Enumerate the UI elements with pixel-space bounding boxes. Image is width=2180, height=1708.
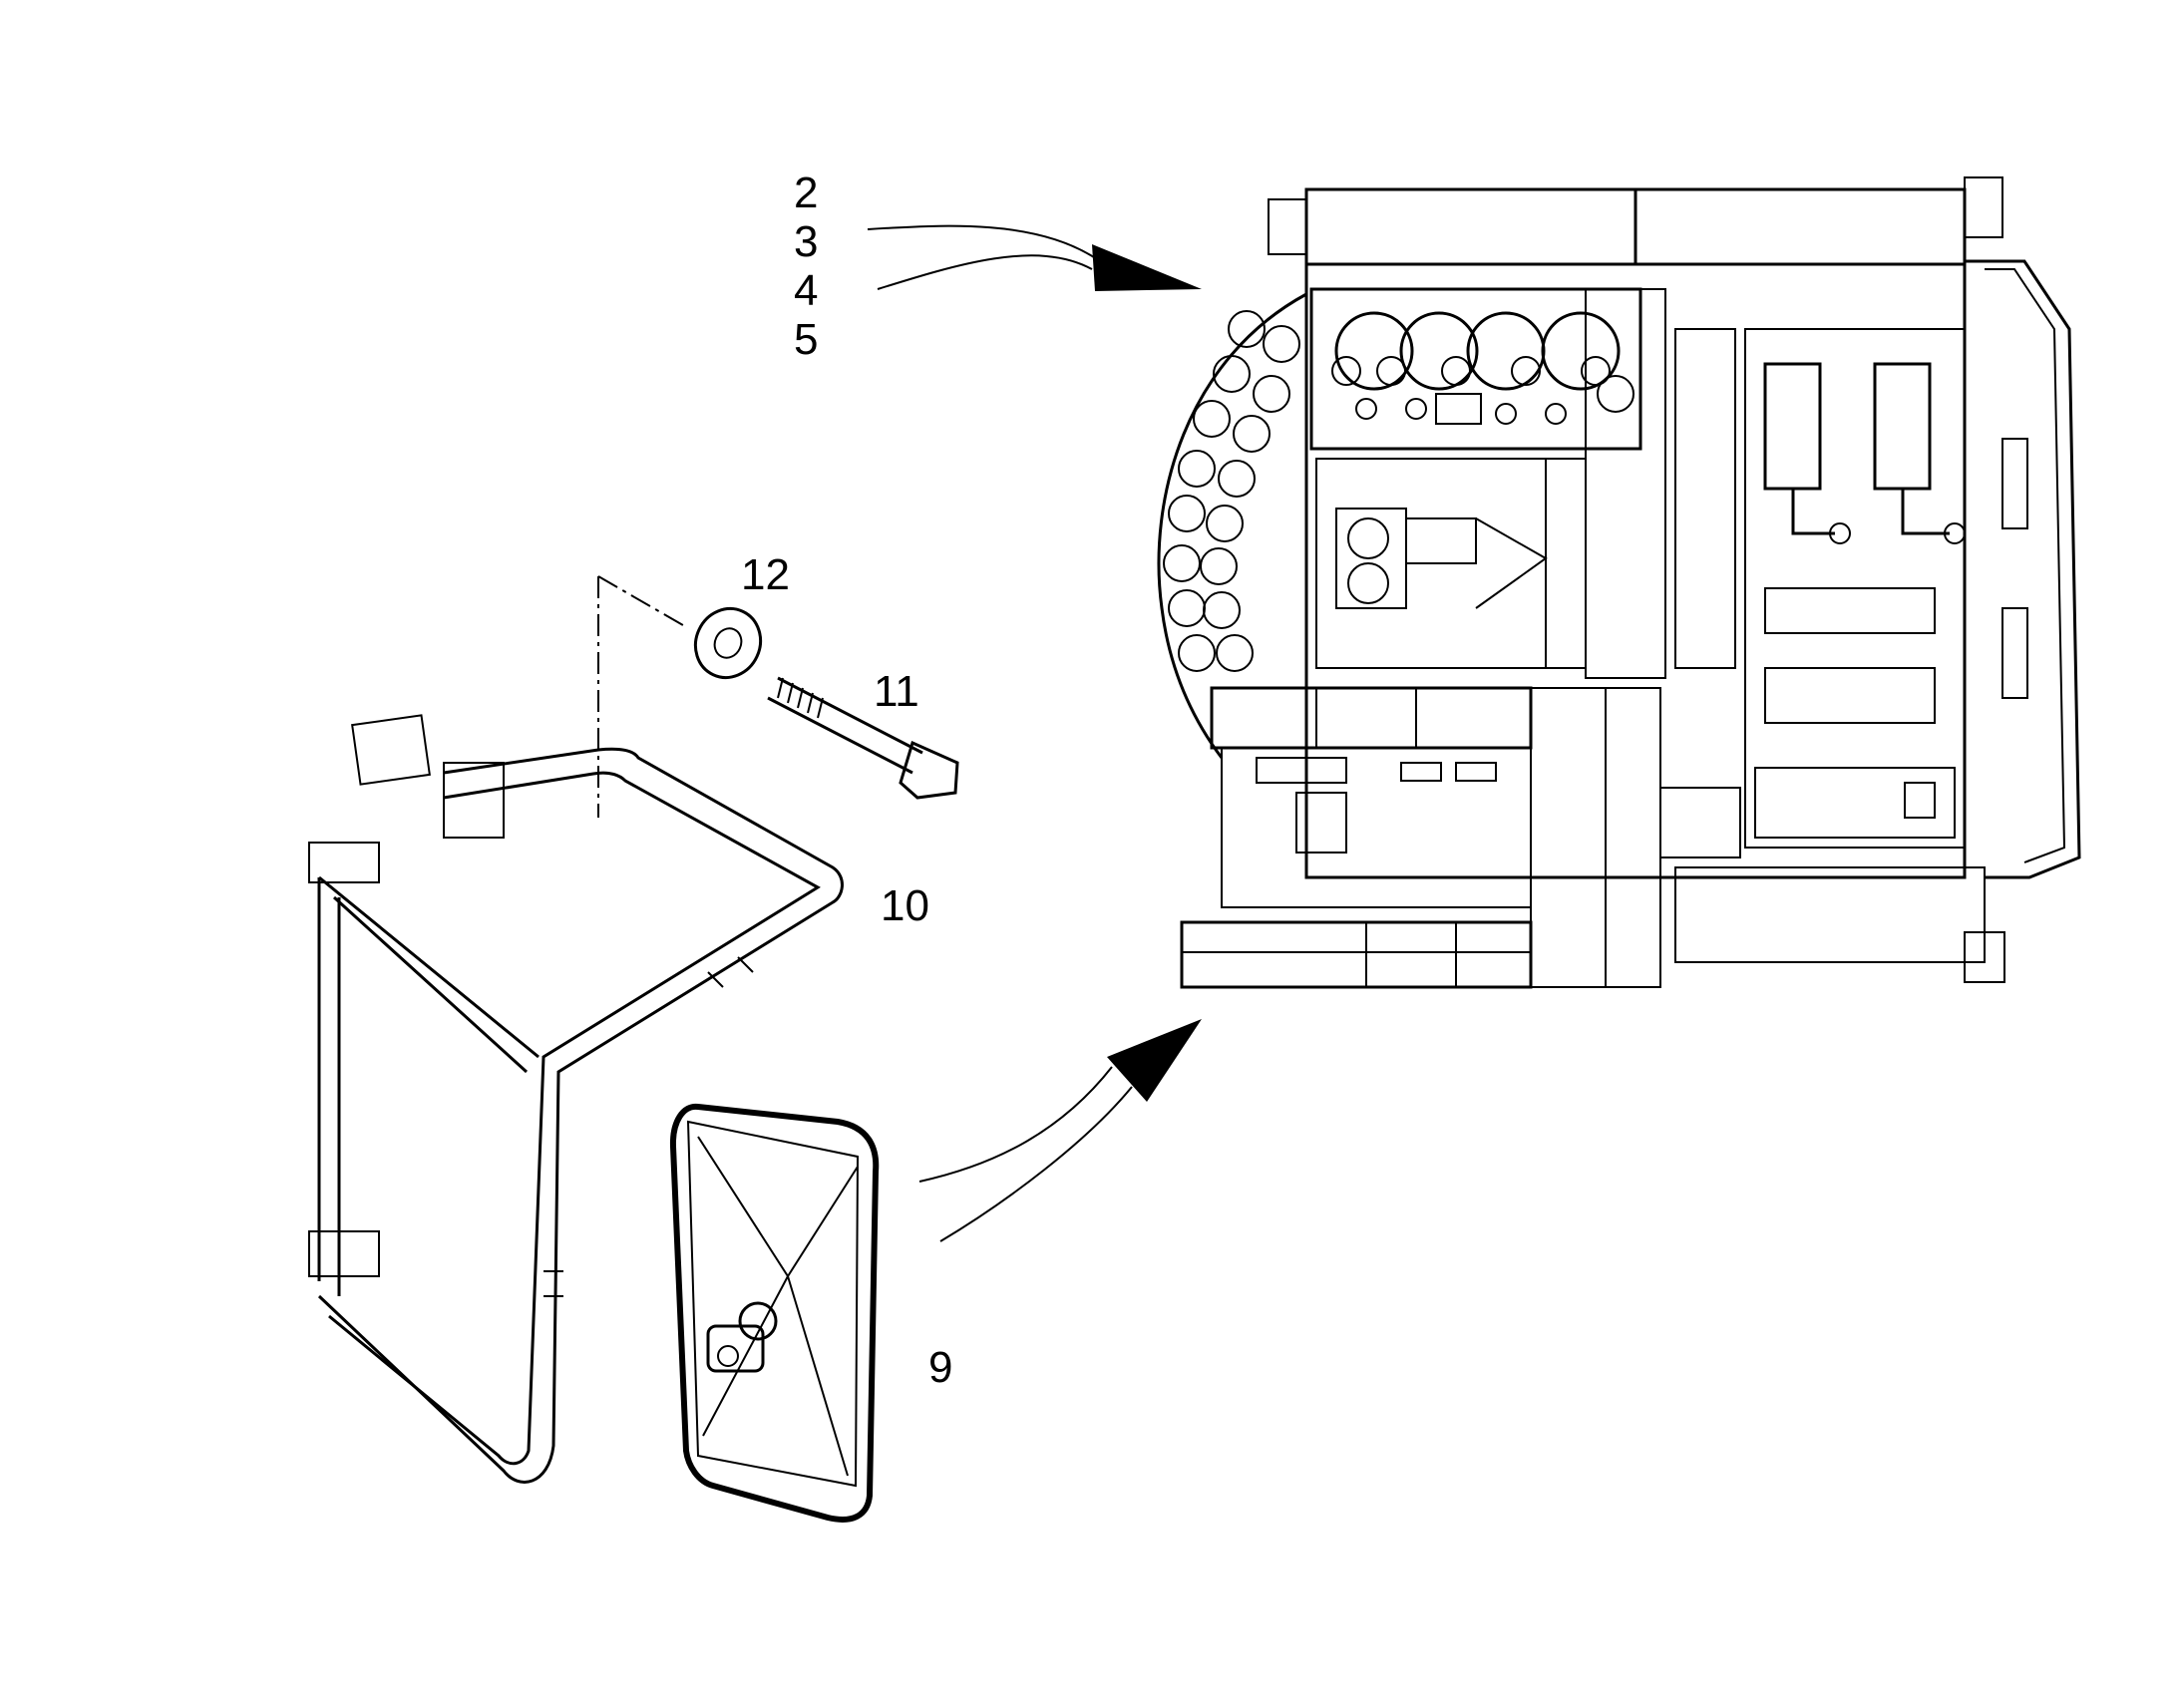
callout-11: 11 <box>874 667 919 716</box>
callout-2: 2 <box>794 169 819 217</box>
bolt <box>767 676 959 800</box>
mirror-bracket <box>308 714 844 1484</box>
callout-12: 12 <box>741 550 790 599</box>
callout-5: 5 <box>794 315 819 364</box>
assembly-centerline <box>597 575 689 818</box>
callout-10: 10 <box>881 881 929 930</box>
callout-9: 9 <box>928 1343 953 1392</box>
washer <box>693 607 763 679</box>
arrow-lower <box>918 1019 1202 1242</box>
callout-4: 4 <box>794 266 819 315</box>
callout-3: 3 <box>794 217 819 266</box>
machine-top-view <box>1157 176 2081 989</box>
arrow-upper <box>867 224 1202 291</box>
mirror <box>669 1103 880 1523</box>
